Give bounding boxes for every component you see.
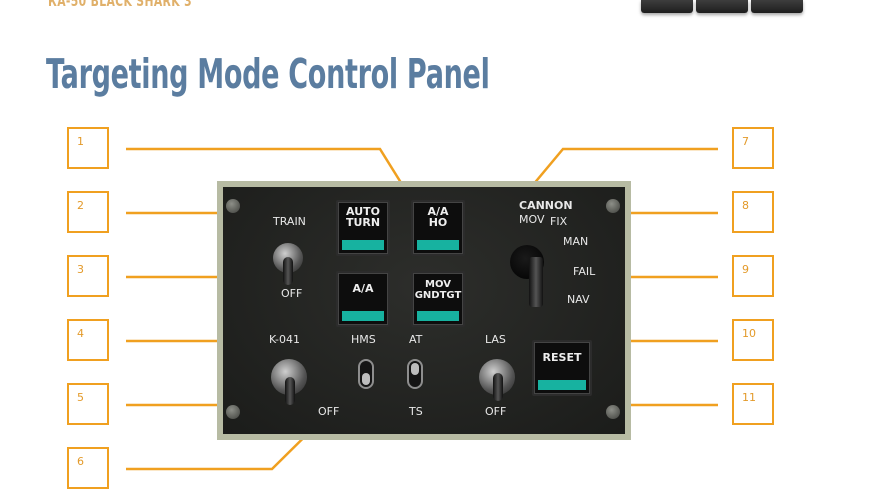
hms-ts-switch[interactable] — [358, 359, 374, 389]
reset-indicator — [538, 380, 586, 390]
label-k041: K-041 — [269, 333, 301, 346]
label-train: TRAIN — [273, 215, 306, 228]
at-ts-switch[interactable] — [407, 359, 423, 389]
callout-5: 5 — [67, 383, 109, 425]
screw-icon — [606, 199, 620, 213]
callout-3: 3 — [67, 255, 109, 297]
label-fail: FAIL — [573, 265, 596, 278]
callout-9: 9 — [732, 255, 774, 297]
a-a-ho-button[interactable]: A/A HO — [411, 200, 465, 256]
mov-gndtgt-indicator — [417, 311, 459, 321]
nav-button-2[interactable] — [696, 0, 748, 13]
a-a-ho-label: A/A HO — [427, 205, 449, 229]
screw-icon — [606, 405, 620, 419]
las-toggle-lever[interactable] — [493, 373, 503, 401]
hms-switch-nub — [362, 373, 370, 385]
train-toggle-lever[interactable] — [283, 257, 293, 285]
auto-turn-button[interactable]: AUTO TURN — [336, 200, 390, 256]
targeting-mode-control-panel: TRAIN OFF AUTO TURN A/A HO A/A MOV GNDTG… — [217, 181, 631, 440]
screw-icon — [226, 199, 240, 213]
label-ts: TS — [409, 405, 423, 418]
cannon-mode-lever[interactable] — [529, 257, 543, 307]
at-switch-nub — [411, 363, 419, 375]
panel-face: TRAIN OFF AUTO TURN A/A HO A/A MOV GNDTG… — [223, 187, 625, 434]
mov-gndtgt-button[interactable]: MOV GNDTGT — [411, 271, 465, 327]
label-at: AT — [409, 333, 423, 346]
callout-7: 7 — [732, 127, 774, 169]
callout-10: 10 — [732, 319, 774, 361]
a-a-label: A/A — [352, 282, 374, 295]
callout-6: 6 — [67, 447, 109, 489]
label-man: MAN — [563, 235, 589, 248]
callout-1: 1 — [67, 127, 109, 169]
mov-gndtgt-label: MOV GNDTGT — [414, 279, 462, 301]
reset-label: RESET — [542, 351, 582, 364]
a-a-button[interactable]: A/A — [336, 271, 390, 327]
a-a-ho-indicator — [417, 240, 459, 250]
label-nav: NAV — [567, 293, 590, 306]
label-cannon: CANNON — [519, 199, 573, 212]
label-off-k041: OFF — [318, 405, 340, 418]
label-off-train: OFF — [281, 287, 303, 300]
screw-icon — [226, 405, 240, 419]
callout-2: 2 — [67, 191, 109, 233]
label-mov: MOV — [519, 213, 545, 226]
callout-8: 8 — [732, 191, 774, 233]
a-a-indicator — [342, 311, 384, 321]
auto-turn-label: AUTO TURN — [345, 205, 381, 229]
auto-turn-indicator — [342, 240, 384, 250]
label-off-las: OFF — [485, 405, 507, 418]
label-hms: HMS — [351, 333, 376, 346]
callout-11: 11 — [732, 383, 774, 425]
nav-button-1[interactable] — [641, 0, 693, 13]
page-title: Targeting Mode Control Panel — [46, 50, 490, 98]
label-fix: FIX — [550, 215, 568, 228]
k041-toggle-lever[interactable] — [285, 377, 295, 405]
label-las: LAS — [485, 333, 506, 346]
nav-button-3[interactable] — [751, 0, 803, 13]
reset-button[interactable]: RESET — [532, 340, 592, 396]
callout-4: 4 — [67, 319, 109, 361]
brand-header: КА-50 BLACK SHARK 3 — [48, 0, 192, 10]
